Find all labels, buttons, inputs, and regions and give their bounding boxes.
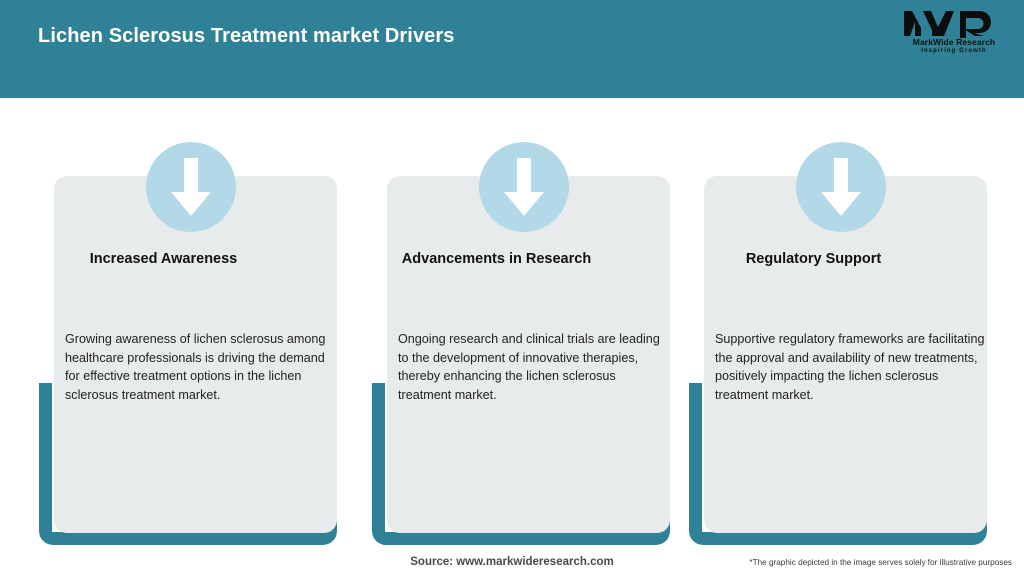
card-body-text: Supportive regulatory frameworks are fac… — [715, 332, 985, 402]
header-bar: Lichen Sclerosus Treatment market Driver… — [0, 0, 1024, 98]
mwr-logo-mark — [904, 11, 991, 38]
card-title: Regulatory Support — [745, 251, 882, 267]
card-title: Advancements in Research — [401, 251, 592, 267]
driver-card-3[interactable]: Regulatory Support Supportive regulatory… — [672, 0, 1005, 576]
logo-tagline: Inspiring Growth — [921, 48, 987, 54]
card-panel — [704, 176, 987, 533]
company-logo: MarkWide Research Inspiring Growth — [902, 8, 1006, 60]
driver-card-2[interactable]: Advancements in Research Ongoing researc… — [355, 0, 688, 576]
disclaimer-note: *The graphic depicted in the image serve… — [749, 558, 1012, 567]
down-arrow-icon — [504, 158, 544, 216]
card-body-text: Growing awareness of lichen sclerosus am… — [65, 332, 326, 402]
card-title: Increased Awareness — [89, 251, 238, 267]
down-arrow-icon — [171, 158, 211, 216]
card-body-text: Ongoing research and clinical trials are… — [398, 332, 660, 402]
card-panel — [387, 176, 670, 533]
source-label: Source: www.markwideresearch.com — [410, 556, 614, 568]
down-arrow-icon — [821, 158, 861, 216]
logo-company-name: MarkWide Research — [912, 37, 996, 47]
page-title: Lichen Sclerosus Treatment market Driver… — [38, 25, 455, 47]
card-panel — [54, 176, 337, 533]
driver-card-1[interactable]: Increased Awareness Growing awareness of… — [22, 0, 355, 576]
